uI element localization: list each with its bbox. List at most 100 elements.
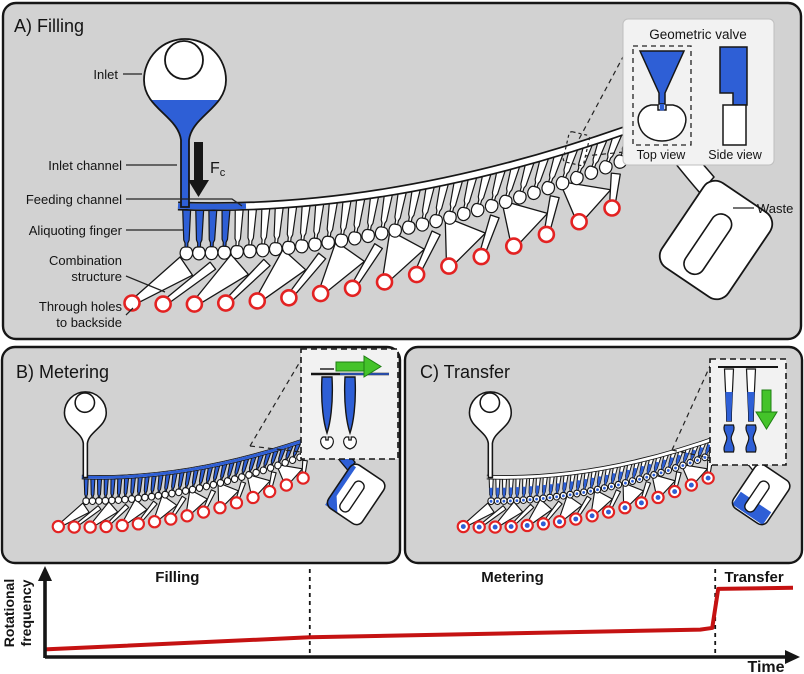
inset-callout-lines xyxy=(562,54,625,167)
aliquoting-finger xyxy=(600,467,611,492)
aliquoting-finger xyxy=(281,204,298,255)
aliquoting-device xyxy=(123,38,774,313)
aliquoting-finger xyxy=(546,475,555,502)
through-hole xyxy=(99,519,113,534)
valve-chamber-top-view xyxy=(637,104,687,142)
through-hole xyxy=(51,519,66,534)
transfer-arrow-icon xyxy=(755,389,778,430)
aliquoting-fingers xyxy=(487,436,721,506)
through-hole xyxy=(246,490,260,505)
through-hole xyxy=(504,237,523,255)
panel-transfer: C) Transfer xyxy=(403,345,804,565)
aliquoting-finger xyxy=(429,181,449,229)
through-hole xyxy=(375,273,394,291)
aliquoting-finger xyxy=(230,207,244,260)
through-holes xyxy=(123,199,621,313)
through-hole xyxy=(472,247,491,266)
inset-chamber-filled xyxy=(745,424,757,453)
through-hole xyxy=(570,212,588,231)
inset-callout-lines-b xyxy=(249,359,302,453)
metering-inset xyxy=(300,348,399,460)
top-view-dashed-frame xyxy=(632,45,692,146)
aliquoting-finger xyxy=(374,192,394,241)
through-hole xyxy=(147,515,162,529)
through-hole xyxy=(440,257,458,275)
aliquoting-finger xyxy=(192,207,206,261)
aliquoting-finger xyxy=(498,164,521,210)
aliquoting-finger xyxy=(230,459,242,484)
aliquoting-finger xyxy=(584,137,608,180)
top-view-caption: Top view xyxy=(637,148,687,162)
through-hole xyxy=(280,288,298,307)
transfer-inset xyxy=(709,358,787,466)
aliquoting-finger xyxy=(686,444,699,467)
aliquoting-finger xyxy=(321,200,339,250)
aliquoting-finger xyxy=(593,468,604,494)
through-hole xyxy=(115,518,129,533)
aliquoting-finger xyxy=(204,207,219,261)
aliquoting-finger xyxy=(334,198,352,248)
aliquoting-finger xyxy=(573,472,583,498)
aliquoting-finger xyxy=(209,464,221,489)
aliquoting-finger xyxy=(281,444,294,467)
aliquoting-finger xyxy=(217,207,232,260)
aliquoting-finger xyxy=(526,477,535,504)
aliquoting-finger xyxy=(101,477,110,505)
through-hole xyxy=(164,512,178,526)
through-hole xyxy=(279,478,294,492)
label-through-holes: Through holes xyxy=(39,299,123,314)
aliquoting-device-metering xyxy=(51,391,386,534)
through-hole xyxy=(185,295,204,313)
label-waste: Waste xyxy=(757,201,793,216)
label-aliquoting-finger: Aliquoting finger xyxy=(29,223,123,238)
aliquoting-finger xyxy=(216,462,228,487)
panel-c-title: C) Transfer xyxy=(420,362,510,382)
aliquoting-finger xyxy=(650,455,662,479)
waste-slot xyxy=(339,480,365,513)
frequency-chart: Rotational frequency Filling Metering Tr… xyxy=(1,566,800,674)
through-hole xyxy=(537,225,556,244)
label-through-holes-2: to backside xyxy=(56,315,122,330)
aliquoting-finger xyxy=(141,475,150,502)
aliquoting-finger xyxy=(470,171,492,218)
aliquoting-finger xyxy=(238,457,250,481)
through-hole xyxy=(154,295,172,313)
aliquoting-finger xyxy=(500,477,508,505)
side-view-caption: Side view xyxy=(708,148,762,162)
aliquoting-finger xyxy=(443,178,464,225)
aliquoting-finger xyxy=(487,477,495,506)
through-hole xyxy=(343,279,362,298)
aliquoting-finger xyxy=(527,156,549,201)
inset-chamber xyxy=(343,436,357,450)
through-hole xyxy=(83,520,97,534)
aliquoting-finger xyxy=(388,190,407,238)
aliquoting-finger xyxy=(693,442,706,464)
through-hole xyxy=(296,471,310,485)
aliquoting-finger xyxy=(188,468,199,494)
aliquoting-finger xyxy=(266,449,279,472)
through-hole xyxy=(311,284,330,303)
phase-label-filling: Filling xyxy=(155,569,199,586)
valve-side-view-channel xyxy=(722,104,747,146)
aliquoting-finger xyxy=(679,446,691,470)
aliquoting-finger xyxy=(88,477,97,506)
waste-chamber xyxy=(325,463,386,526)
aliquoting-finger xyxy=(147,474,157,501)
aliquoting-finger xyxy=(621,462,633,487)
aliquoting-finger xyxy=(134,476,143,503)
through-hole xyxy=(229,496,244,510)
through-holes xyxy=(51,471,310,534)
aliquoting-finger xyxy=(175,471,185,497)
chart-ylabel-line2: frequency xyxy=(18,579,34,646)
through-hole xyxy=(180,509,194,523)
aliquoting-device-transfer xyxy=(456,391,791,534)
aliquoting-finger xyxy=(82,477,90,506)
aliquoting-finger xyxy=(181,469,192,495)
inset-chamber-filled xyxy=(723,424,735,453)
aliquoting-finger xyxy=(657,453,669,477)
aliquoting-finger xyxy=(308,202,325,252)
inlet-vent-hole xyxy=(479,392,501,414)
aliquoting-finger xyxy=(566,473,576,499)
inset-finger-liquid xyxy=(725,392,733,421)
